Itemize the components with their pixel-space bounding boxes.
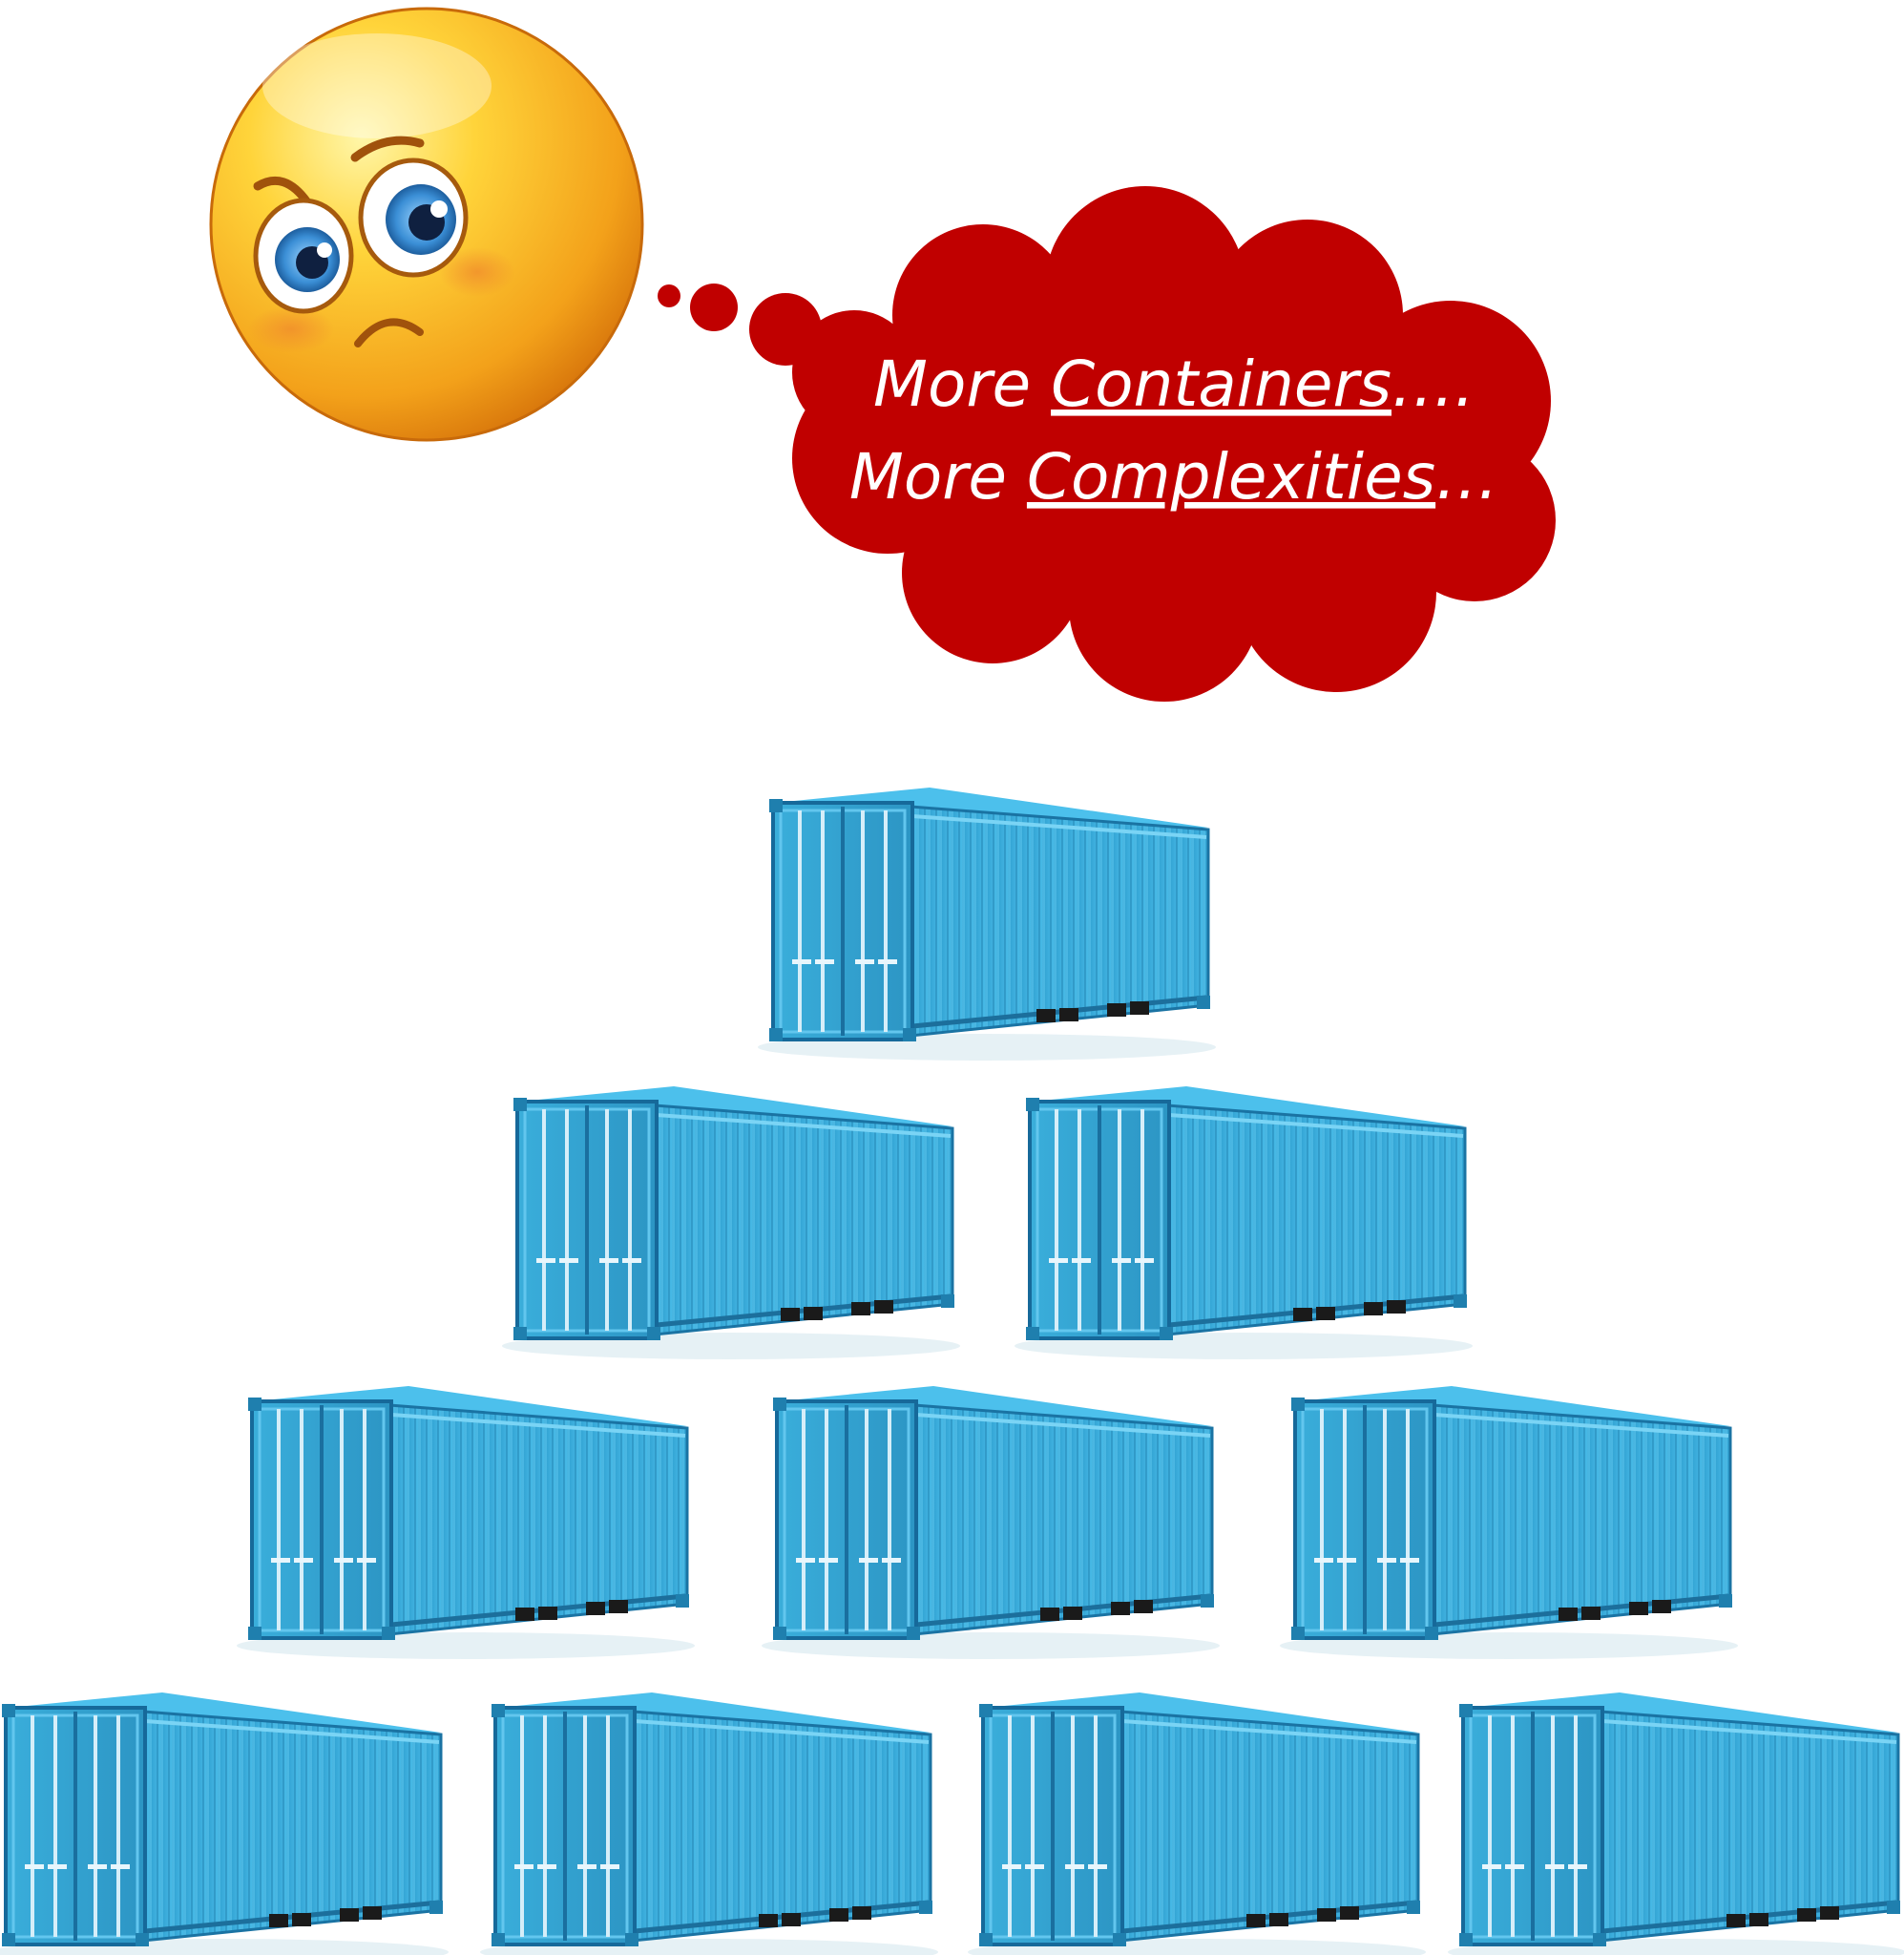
sad-face-icon <box>209 7 644 442</box>
shipping-container-icon <box>237 1386 695 1659</box>
thought-line-1: More Containers…. <box>873 347 1475 421</box>
shipping-container-icon <box>762 1386 1220 1659</box>
thought-bubble-small <box>658 284 680 307</box>
shipping-container-icon <box>1015 1086 1473 1359</box>
shipping-container-icon <box>0 1692 449 1955</box>
thought-cloud: More Containers…. More Complexities… <box>658 186 1556 702</box>
shipping-container-icon <box>1448 1692 1904 1955</box>
shipping-container-icon <box>502 1086 960 1359</box>
shipping-container-icon <box>1280 1386 1738 1659</box>
container-pyramid <box>0 788 1904 1955</box>
thought-line-2: More Complexities… <box>849 440 1498 514</box>
thought-bubble-medium <box>690 284 738 331</box>
shipping-container-icon <box>758 788 1216 1061</box>
shipping-container-icon <box>480 1692 938 1955</box>
shipping-container-icon <box>968 1692 1426 1955</box>
